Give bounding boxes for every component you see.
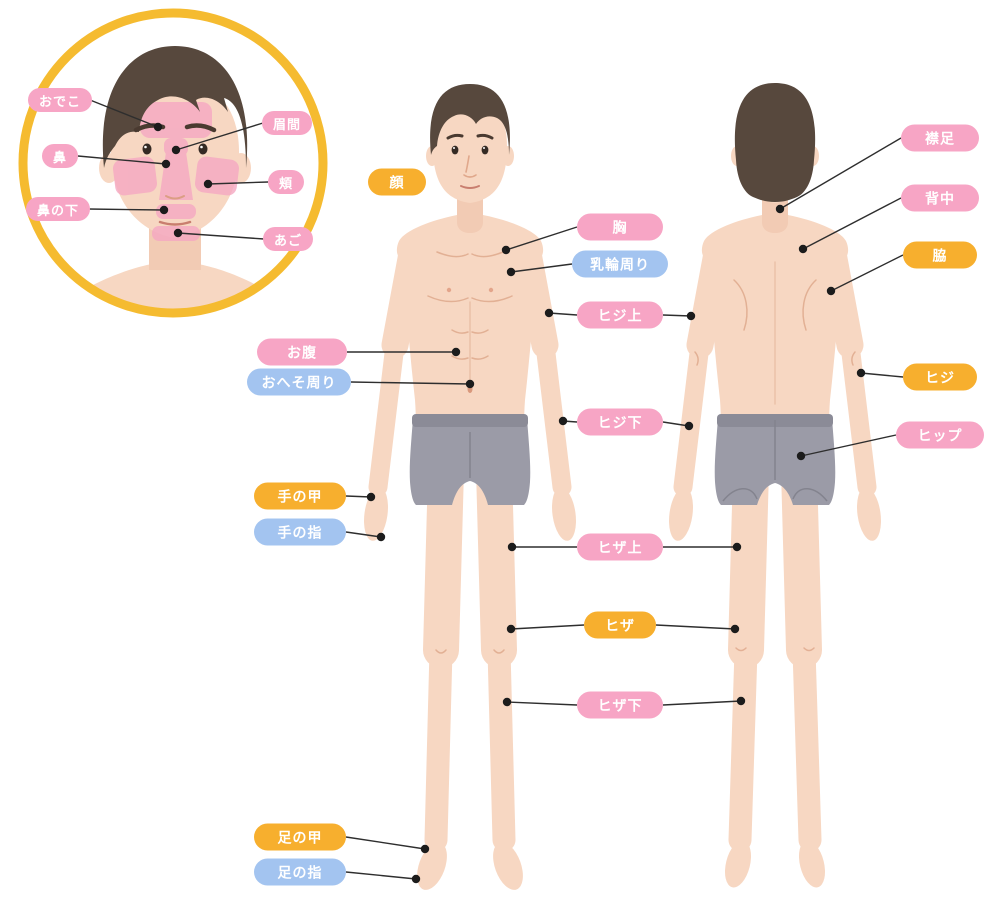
connector-around-navel [350,379,475,389]
connector-cheek [203,179,269,189]
connector-areola [506,263,573,277]
back-underwear [714,414,836,505]
label-above-knee: ヒザ上 [577,533,663,561]
label-back-of-hand: 手の甲 [254,482,346,510]
inset-hair [102,46,248,168]
inset-mouth [158,220,192,226]
connector-knee-right [655,624,740,634]
connector-chin [173,228,265,240]
connector-elbow [856,368,904,378]
connector-above-knee-left [507,542,577,552]
label-fingers: 手の指 [254,518,346,546]
connector-fingers [345,531,386,542]
front-left-foot [417,842,447,890]
connector-lines [77,99,904,884]
label-below-knee: ヒザ下 [577,691,663,719]
front-figure-illustration [364,84,576,890]
front-right-nipple [488,287,494,293]
label-around-navel: おへそ周り [247,368,351,396]
label-nape: 襟足 [901,124,979,152]
connector-toes [345,871,421,884]
label-glabella: 眉間 [261,111,313,135]
label-above-elbow: ヒジ上 [577,301,663,329]
label-toes: 足の指 [254,858,346,886]
inset-nostrils [165,195,185,200]
back-torso-details [694,261,856,652]
face-inset-illustration [18,8,328,318]
connector-below-knee-right [662,696,746,706]
connector-knee-left [506,624,585,634]
connector-back [798,197,902,254]
back-hair [734,83,816,202]
inset-left-eye [142,143,152,155]
connector-nose [77,155,171,169]
label-below-elbow: ヒジ下 [577,408,663,436]
connector-forehead [89,99,163,132]
connector-below-elbow-right [662,421,694,431]
connector-back-of-hand [345,492,376,502]
connector-below-knee-left [502,697,578,707]
back-figure-illustration [669,83,881,888]
inset-left-eye-glint [144,145,147,149]
label-back: 背中 [901,184,979,212]
front-face [433,96,507,203]
front-torso-details [427,251,513,654]
front-hair [430,84,510,155]
label-hip: ヒップ [896,421,984,449]
label-cheek: 頬 [267,170,305,194]
connector-glabella [171,122,264,155]
inset-shoulders [40,264,306,309]
connector-top-of-foot [345,836,430,854]
inset-right-eyebrow [184,123,217,133]
label-armpit: 脇 [903,241,977,269]
back-legs [724,452,826,888]
connector-above-elbow-left [544,308,578,318]
inset-right-eye [198,143,208,155]
label-top-of-foot: 足の甲 [254,823,346,851]
front-legs [417,452,523,890]
connector-above-knee-right [663,542,742,552]
zone-right-cheek [194,156,240,196]
label-nose: 鼻 [41,144,79,168]
label-elbow: ヒジ [903,363,977,391]
connector-armpit [826,254,904,296]
label-face: 顔 [368,168,426,196]
label-chest: 胸 [577,213,663,241]
connector-below-elbow-left [558,416,578,426]
inset-face-features [133,123,217,226]
front-left-nipple [446,287,452,293]
connector-above-elbow-right [662,311,696,321]
inset-ring [18,8,328,318]
back-right-foot [798,840,826,888]
front-face-features [446,133,494,189]
label-forehead: おでこ [27,88,93,112]
connector-hip [796,434,897,461]
label-belly: お腹 [257,338,347,366]
zone-forehead [140,102,212,138]
label-under-nose: 鼻の下 [25,197,91,221]
zone-left-cheek [112,156,158,196]
inset-right-eye-glint [200,145,203,149]
label-chin: あご [262,227,314,251]
front-underwear [409,414,531,505]
connector-belly [347,347,461,357]
connector-nape [775,137,902,214]
front-right-foot [493,842,523,890]
connector-chest [501,226,578,255]
connector-under-nose [87,205,169,215]
label-knee: ヒザ [584,611,656,639]
back-left-foot [724,840,752,888]
label-areola: 乳輪周り [572,250,668,278]
back-torso [701,213,849,468]
